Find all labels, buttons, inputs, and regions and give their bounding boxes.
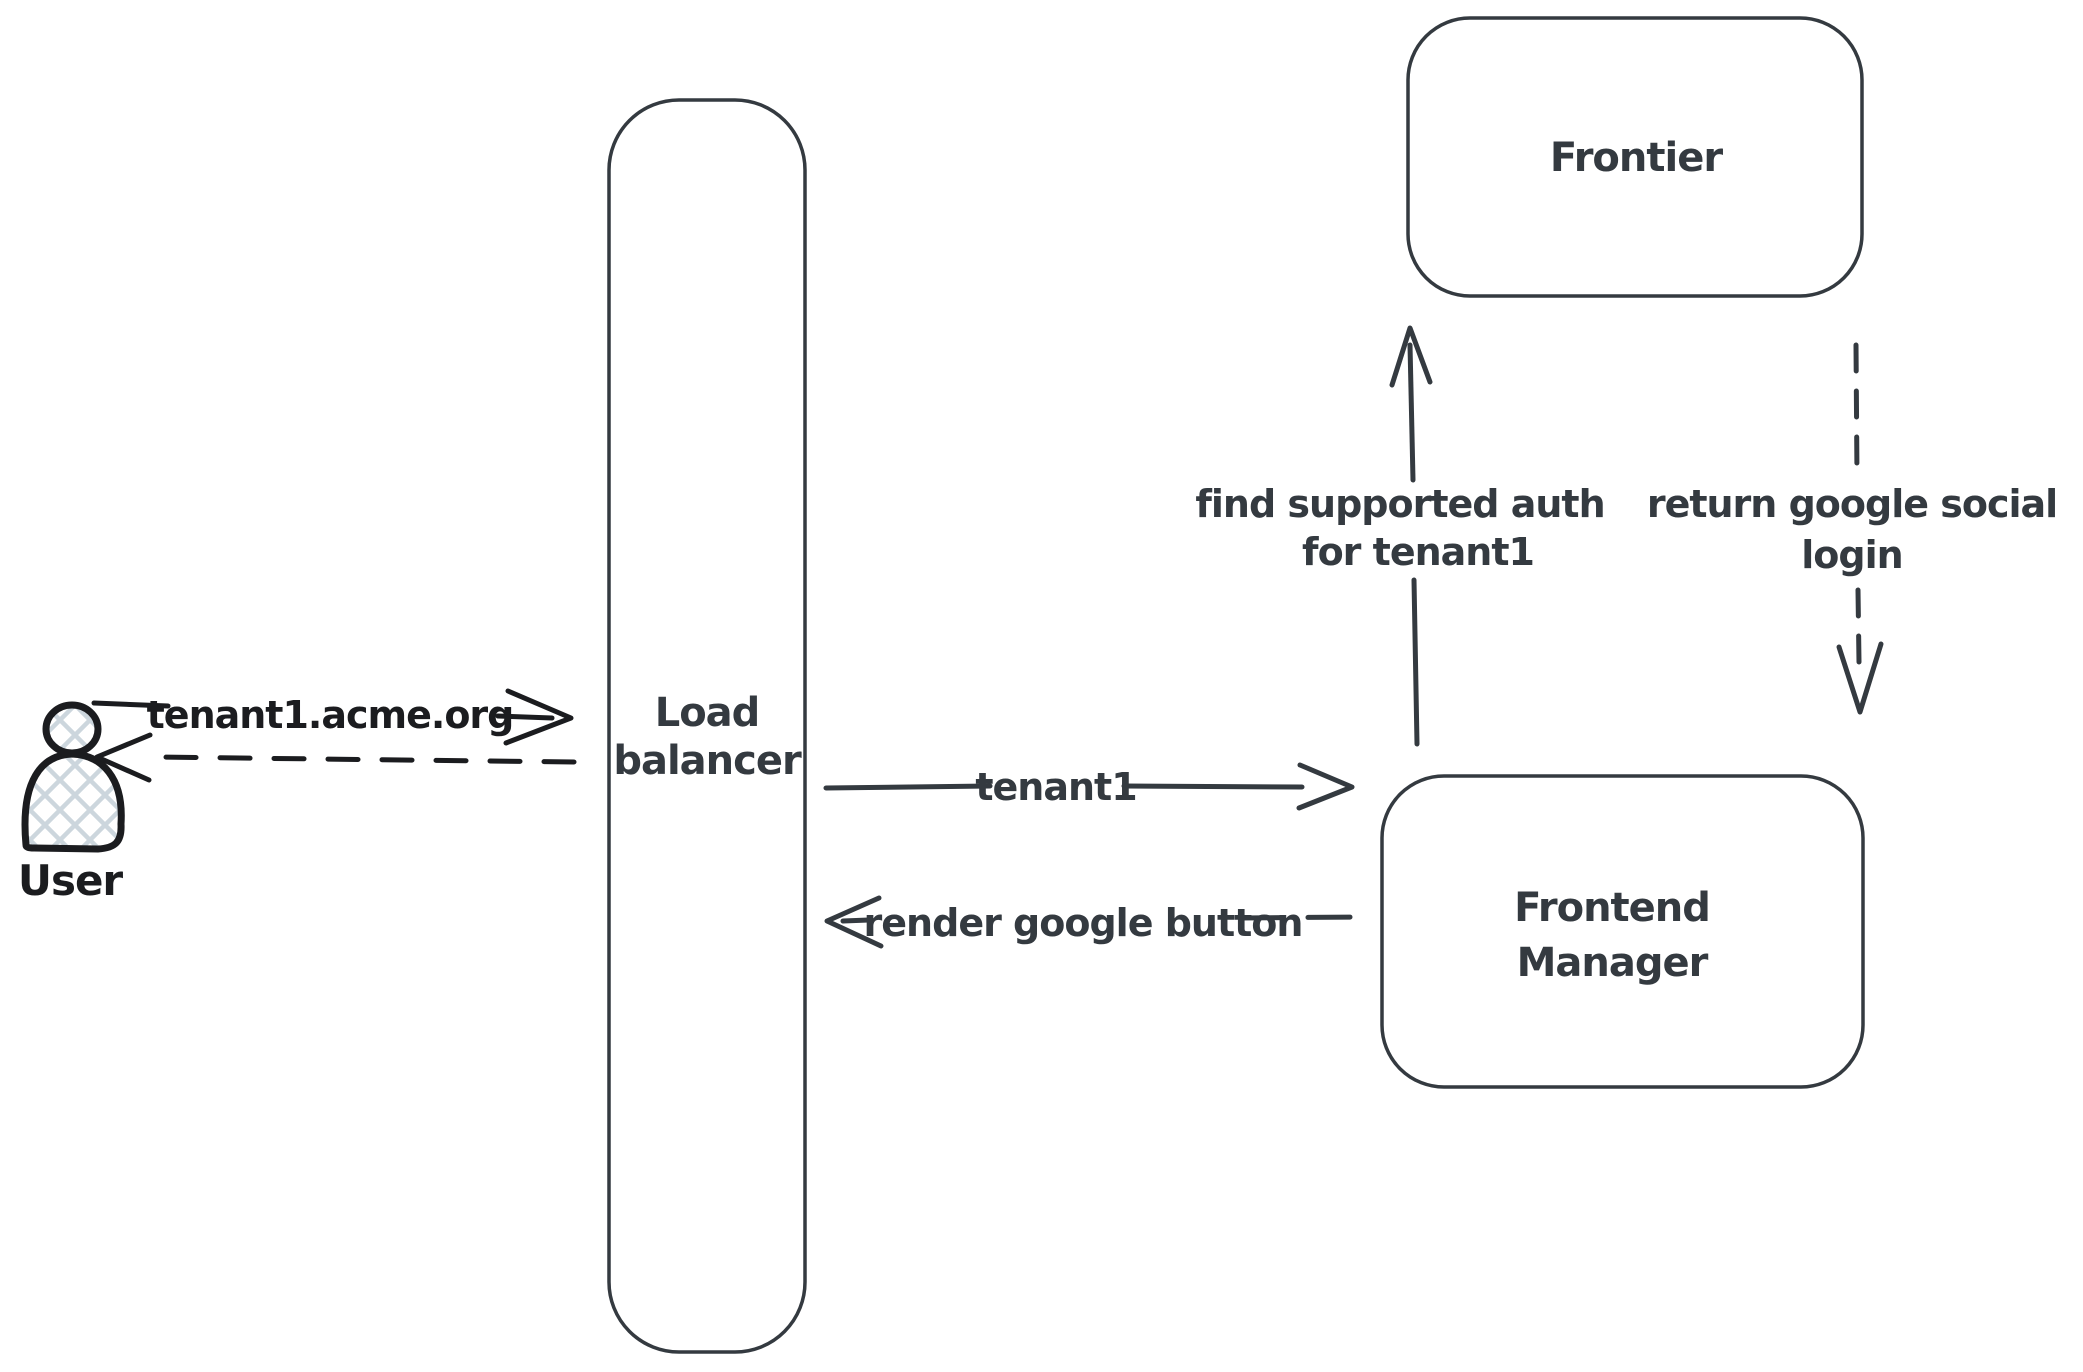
find-auth-arrowhead-icon [1389, 325, 1433, 388]
request-line-right [495, 713, 555, 721]
edge-response [94, 732, 577, 783]
tenant1-arrowhead-icon [1296, 762, 1355, 811]
edge-find-auth: find supported auth for tenant1 [1195, 325, 1606, 747]
request-line-left [91, 700, 171, 709]
render-button-line-right [1237, 914, 1363, 921]
request-label: tenant1.acme.org [147, 693, 514, 737]
find-auth-label-line1: find supported auth [1195, 482, 1604, 526]
load-balancer-box [607, 98, 807, 1354]
response-line [149, 754, 577, 765]
return-login-line-lower [1855, 587, 1862, 665]
load-balancer-label-line2: balancer [613, 738, 802, 784]
node-frontend-manager: Frontend Manager [1380, 774, 1865, 1089]
frontend-manager-label-line1: Frontend [1514, 885, 1710, 931]
response-arrowhead-icon [94, 732, 153, 783]
return-login-label-line1: return google social [1647, 482, 2057, 526]
node-frontier: Frontier [1406, 16, 1864, 298]
tenant1-line-right [1121, 783, 1305, 790]
render-button-arrowhead-icon [824, 895, 884, 949]
find-auth-line-lower [1411, 577, 1420, 747]
tenant1-line-left [823, 783, 993, 791]
return-login-arrowhead-icon [1836, 641, 1884, 715]
render-button-dash-left [840, 917, 872, 924]
edge-render-button: render google button [824, 895, 1363, 949]
return-login-label-line2: login [1801, 533, 1902, 577]
user-body-icon [21, 750, 125, 853]
edge-tenant1: tenant1 [823, 762, 1355, 811]
load-balancer-label-line1: Load [655, 690, 760, 736]
user-head-icon [42, 701, 102, 757]
node-load-balancer: Load balancer [607, 98, 807, 1354]
user-label: User [18, 856, 124, 905]
render-button-label: render google button [864, 901, 1303, 945]
find-auth-line-upper [1407, 342, 1416, 483]
find-auth-label-line2: for tenant1 [1302, 530, 1534, 574]
actor-user: User [18, 701, 125, 905]
edge-return-login: return google social login [1647, 342, 2058, 715]
edge-request: tenant1.acme.org [91, 688, 574, 746]
frontier-box [1406, 16, 1864, 298]
request-arrowhead-icon [503, 688, 574, 746]
frontend-manager-label-line2: Manager [1517, 940, 1709, 986]
return-login-line-upper [1853, 342, 1860, 481]
frontier-label: Frontier [1550, 135, 1723, 181]
frontend-manager-box [1380, 774, 1865, 1089]
tenant1-label: tenant1 [975, 765, 1136, 809]
